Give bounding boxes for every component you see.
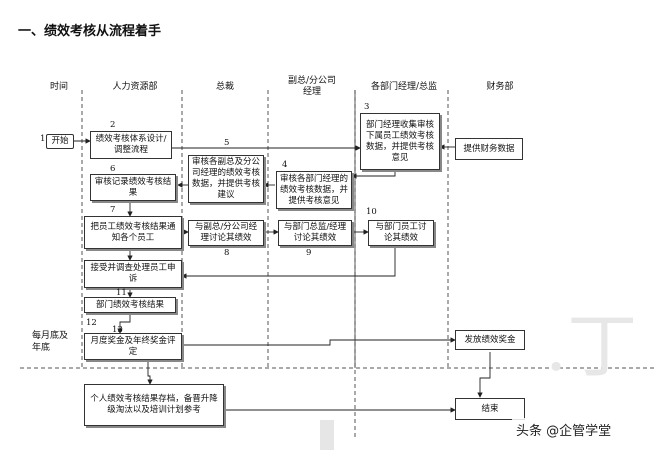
node-dept-manager-review: 部门经理收集审核下属员工绩效考核数据，并提供考核意见 xyxy=(360,113,440,170)
footer-credit: 头条 @企管学堂 xyxy=(512,418,616,441)
node-notify-employees: 把员工绩效考核结果通知各个员工 xyxy=(84,216,182,249)
end-node: 结束 xyxy=(455,398,525,420)
step-number: 1 xyxy=(40,134,46,144)
row-label-monthly: 每月底及年底 xyxy=(32,331,69,353)
start-node: 开始 xyxy=(46,134,74,149)
node-vp-review: 审核各部门经理的绩效考核数据，并提供考核意见 xyxy=(276,171,352,209)
step-number: 2 xyxy=(110,120,116,130)
node-bonus-assessment: 月度奖金及年终奖金评定 xyxy=(84,333,182,360)
step-number: 10 xyxy=(366,207,377,217)
node-discuss-director: 与部门总监/经理讨论其绩效 xyxy=(278,220,352,246)
step-number: 5 xyxy=(224,138,230,148)
node-discuss-staff: 与部门员工讨论其绩效 xyxy=(368,220,434,246)
watermark: .丁 xyxy=(545,305,638,387)
node-design-process: 绩效考核体系设计/调整流程 xyxy=(90,131,172,159)
step-number: 13 xyxy=(112,325,123,335)
node-president-review: 审核各副总及分公司经理的绩效考核数据，并提供考核建议 xyxy=(188,155,264,203)
node-record-results: 审核记录绩效考核结果 xyxy=(90,174,176,201)
lane-header-finance: 财务部 xyxy=(486,82,514,92)
page-title: 一、绩效考核从流程着手 xyxy=(18,24,162,39)
step-number: 9 xyxy=(306,248,312,258)
node-dept-results: 部门绩效考核结果 xyxy=(84,297,176,313)
lane-header-time: 时间 xyxy=(49,82,68,92)
node-employee-appeal: 接受并调查处理员工申诉 xyxy=(84,260,182,288)
step-number: 7 xyxy=(110,205,116,215)
step-number: 8 xyxy=(224,248,230,258)
lane-header-vp: 副总/分公司经理 xyxy=(287,76,337,97)
step-number: 11 xyxy=(116,288,127,298)
node-discuss-vp: 与副总/分公司经理讨论其绩效 xyxy=(188,220,264,246)
step-number: 4 xyxy=(282,160,288,170)
node-issue-bonus: 发放绩效奖金 xyxy=(455,330,525,350)
node-finance-data: 提供财务数据 xyxy=(455,138,523,160)
lane-header-president: 总裁 xyxy=(215,82,234,92)
watermark-bar xyxy=(320,420,334,450)
step-number: 12 xyxy=(86,318,97,328)
lane-header-dept-manager: 各部门经理/总监 xyxy=(370,82,438,92)
step-number: 3 xyxy=(364,102,370,112)
node-archive-results: 个人绩效考核结果存档，备晋升降级淘汰以及培训计划参考 xyxy=(84,384,224,426)
step-number: 6 xyxy=(110,164,116,174)
lane-header-hr: 人力资源部 xyxy=(112,82,158,92)
